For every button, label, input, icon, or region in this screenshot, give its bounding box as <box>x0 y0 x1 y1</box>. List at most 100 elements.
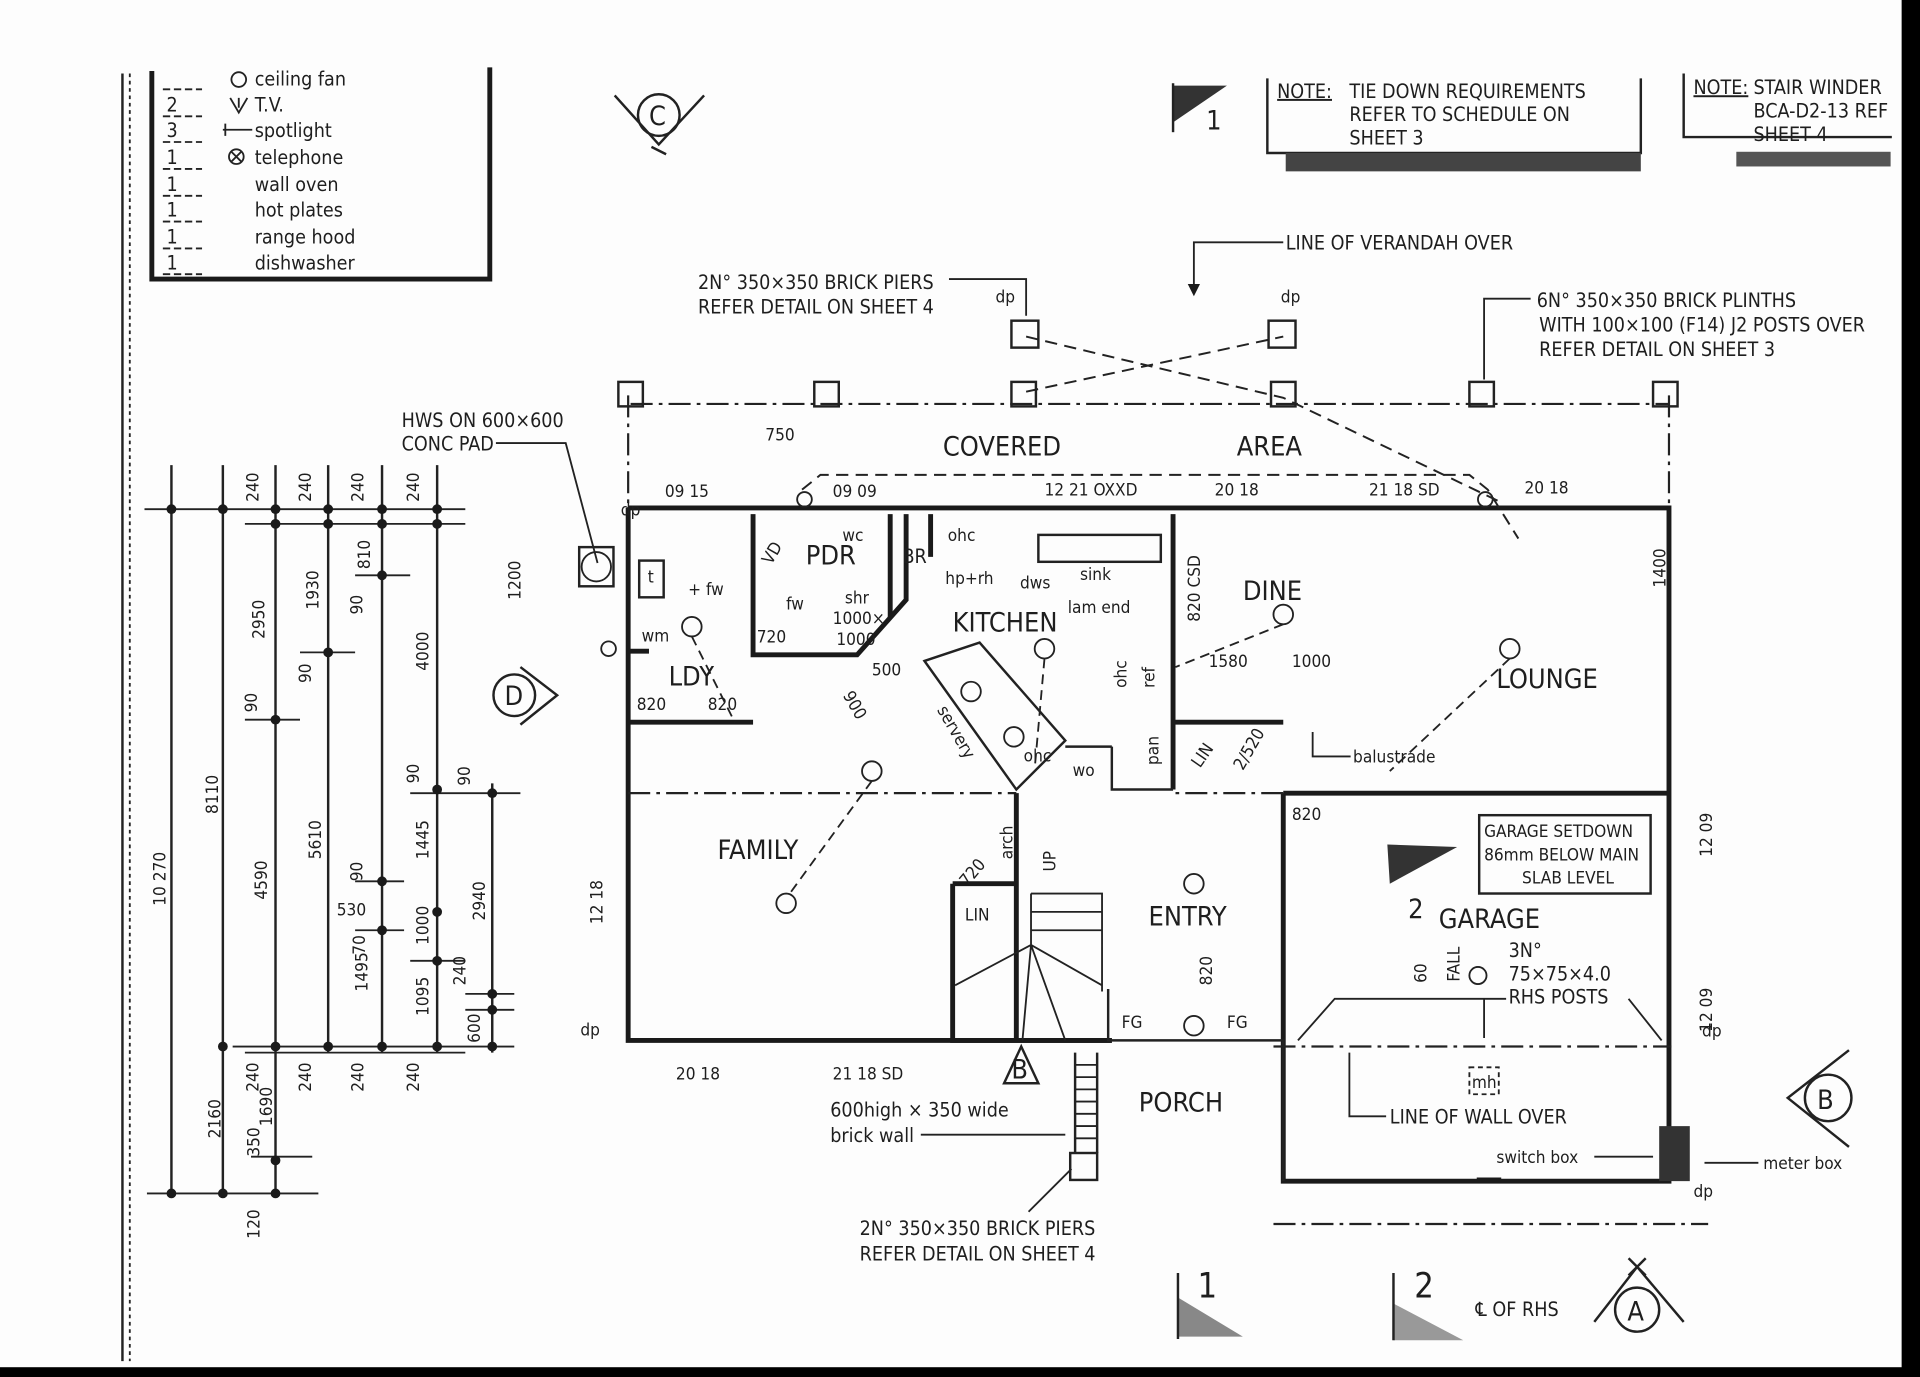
meter-box-label: meter box <box>1763 1154 1842 1174</box>
svg-text:90: 90 <box>404 764 424 784</box>
svg-text:mh: mh <box>1472 1073 1497 1093</box>
callouts: LINE OF VERANDAH OVER 2N° 350×350 BRICK … <box>402 232 1865 1341</box>
svg-text:820: 820 <box>1197 956 1217 985</box>
svg-text:+ fw: + fw <box>688 580 724 600</box>
svg-text:240: 240 <box>404 472 424 501</box>
piers-bottom-callout: REFER DETAIL ON SHEET 4 <box>860 1243 1096 1266</box>
svg-text:1200: 1200 <box>505 561 525 600</box>
cl-rhs-label: ℄ OF RHS <box>1475 1298 1559 1321</box>
svg-text:fw: fw <box>786 595 804 615</box>
light-points <box>600 491 1521 1037</box>
svg-text:REFER TO SCHEDULE ON: REFER TO SCHEDULE ON <box>1349 103 1570 126</box>
room-labels: COVERED AREA PDR BR KITCHEN DINE LOUNGE … <box>669 431 1598 1118</box>
room-area: AREA <box>1237 431 1303 462</box>
svg-text:pan: pan <box>1143 736 1163 765</box>
svg-text:4000: 4000 <box>414 632 434 671</box>
svg-text:09 15: 09 15 <box>665 482 709 502</box>
piers-top-callout: REFER DETAIL ON SHEET 4 <box>698 295 934 318</box>
piers-bottom-callout: 2N° 350×350 BRICK PIERS <box>860 1217 1096 1240</box>
svg-text:240: 240 <box>450 956 470 985</box>
svg-text:500: 500 <box>872 661 901 681</box>
wall-over-callout: LINE OF WALL OVER <box>1390 1106 1567 1129</box>
tv-icon <box>229 97 249 115</box>
garage-setdown-note: SLAB LEVEL <box>1522 869 1614 889</box>
svg-text:FG: FG <box>1227 1013 1248 1033</box>
svg-text:ohc: ohc <box>948 526 976 546</box>
svg-text:240: 240 <box>243 472 263 501</box>
svg-text:dp: dp <box>1702 1022 1722 1042</box>
svg-text:dp: dp <box>1281 287 1301 307</box>
svg-text:arch: arch <box>998 826 1018 860</box>
svg-text:D: D <box>504 681 523 712</box>
legend-label: wall oven <box>255 173 339 196</box>
ceiling-fan-icon <box>230 71 248 88</box>
svg-text:240: 240 <box>349 1062 369 1091</box>
svg-text:ohc: ohc <box>1024 746 1052 766</box>
svg-text:1930: 1930 <box>303 570 323 609</box>
legend: 2 3 1 1 1 1 1 ceiling fan T.V. spotlight… <box>149 67 493 282</box>
garage-setdown-note: 86mm BELOW MAIN <box>1484 845 1639 865</box>
svg-text:STAIR WINDER: STAIR WINDER <box>1753 76 1881 99</box>
svg-text:21 18 SD: 21 18 SD <box>1369 481 1440 501</box>
brick-wall-callout: brick wall <box>830 1124 914 1147</box>
section-marker-a: A <box>1593 1257 1685 1333</box>
walls <box>577 319 1709 1226</box>
svg-text:shr: shr <box>845 588 870 608</box>
room-lin: LIN <box>1188 740 1219 772</box>
svg-text:12 09: 12 09 <box>1697 813 1717 857</box>
svg-text:ref: ref <box>1140 666 1160 687</box>
svg-text:2160: 2160 <box>205 1099 225 1138</box>
svg-text:240: 240 <box>404 1062 424 1091</box>
svg-text:FALL: FALL <box>1445 946 1465 981</box>
room-family: FAMILY <box>718 835 799 866</box>
svg-text:1400: 1400 <box>1650 548 1670 587</box>
svg-text:09 09: 09 09 <box>833 482 877 502</box>
verandah-callout: LINE OF VERANDAH OVER <box>1286 232 1513 255</box>
room-dine: DINE <box>1243 576 1302 607</box>
telephone-icon <box>228 148 245 165</box>
svg-text:810: 810 <box>355 540 375 569</box>
rhs-posts-callout: RHS POSTS <box>1509 986 1609 1009</box>
svg-text:240: 240 <box>243 1062 263 1091</box>
svg-text:TIE DOWN REQUIREMENTS: TIE DOWN REQUIREMENTS <box>1348 80 1585 103</box>
legend-count: 2 <box>167 93 178 116</box>
svg-text:2950: 2950 <box>249 600 269 639</box>
svg-text:1: 1 <box>1206 106 1221 137</box>
room-ldy: LDY <box>669 661 715 692</box>
room-entry: ENTRY <box>1149 901 1227 932</box>
svg-text:dp: dp <box>580 1021 600 1041</box>
svg-text:1495: 1495 <box>352 952 372 991</box>
svg-text:750: 750 <box>765 426 794 446</box>
svg-text:90: 90 <box>296 663 316 683</box>
piers-top-callout: 2N° 350×350 BRICK PIERS <box>698 271 934 294</box>
svg-text:1580: 1580 <box>1209 652 1248 672</box>
legend-label: hot plates <box>255 199 343 222</box>
svg-text:820: 820 <box>708 695 737 715</box>
svg-text:720: 720 <box>757 628 786 648</box>
legend-count: 1 <box>167 226 178 249</box>
room-pdr: PDR <box>806 540 856 571</box>
svg-text:wc: wc <box>842 526 863 546</box>
svg-text:wm: wm <box>642 626 670 646</box>
legend-label: range hood <box>255 226 356 249</box>
svg-text:1: 1 <box>1198 1266 1218 1306</box>
svg-text:12 09: 12 09 <box>1697 988 1717 1032</box>
room-lounge: LOUNGE <box>1496 664 1598 695</box>
hws-callout: CONC PAD <box>402 432 494 455</box>
svg-text:B: B <box>1011 1054 1028 1085</box>
note-stair-winder: NOTE: STAIR WINDER BCA-D2-13 REF SHEET 4 <box>1682 73 1892 167</box>
section-marker-b-stair: B <box>1002 1043 1041 1085</box>
svg-text:dws: dws <box>1020 574 1050 594</box>
svg-text:dp: dp <box>996 287 1016 307</box>
scan-border-bottom <box>0 1367 1920 1377</box>
window-codes: 09 15 09 09 12 21 OXXD 20 18 21 18 SD 20… <box>587 478 1716 1084</box>
svg-text:BCA-D2-13 REF: BCA-D2-13 REF <box>1753 100 1888 123</box>
legend-label: dishwasher <box>255 251 356 274</box>
legend-count: 1 <box>167 251 178 274</box>
svg-text:2: 2 <box>1414 1266 1434 1306</box>
svg-text:1690: 1690 <box>257 1087 277 1126</box>
svg-text:A: A <box>1627 1297 1644 1328</box>
svg-text:1000: 1000 <box>1292 652 1331 672</box>
spotlight-icon <box>222 123 253 136</box>
